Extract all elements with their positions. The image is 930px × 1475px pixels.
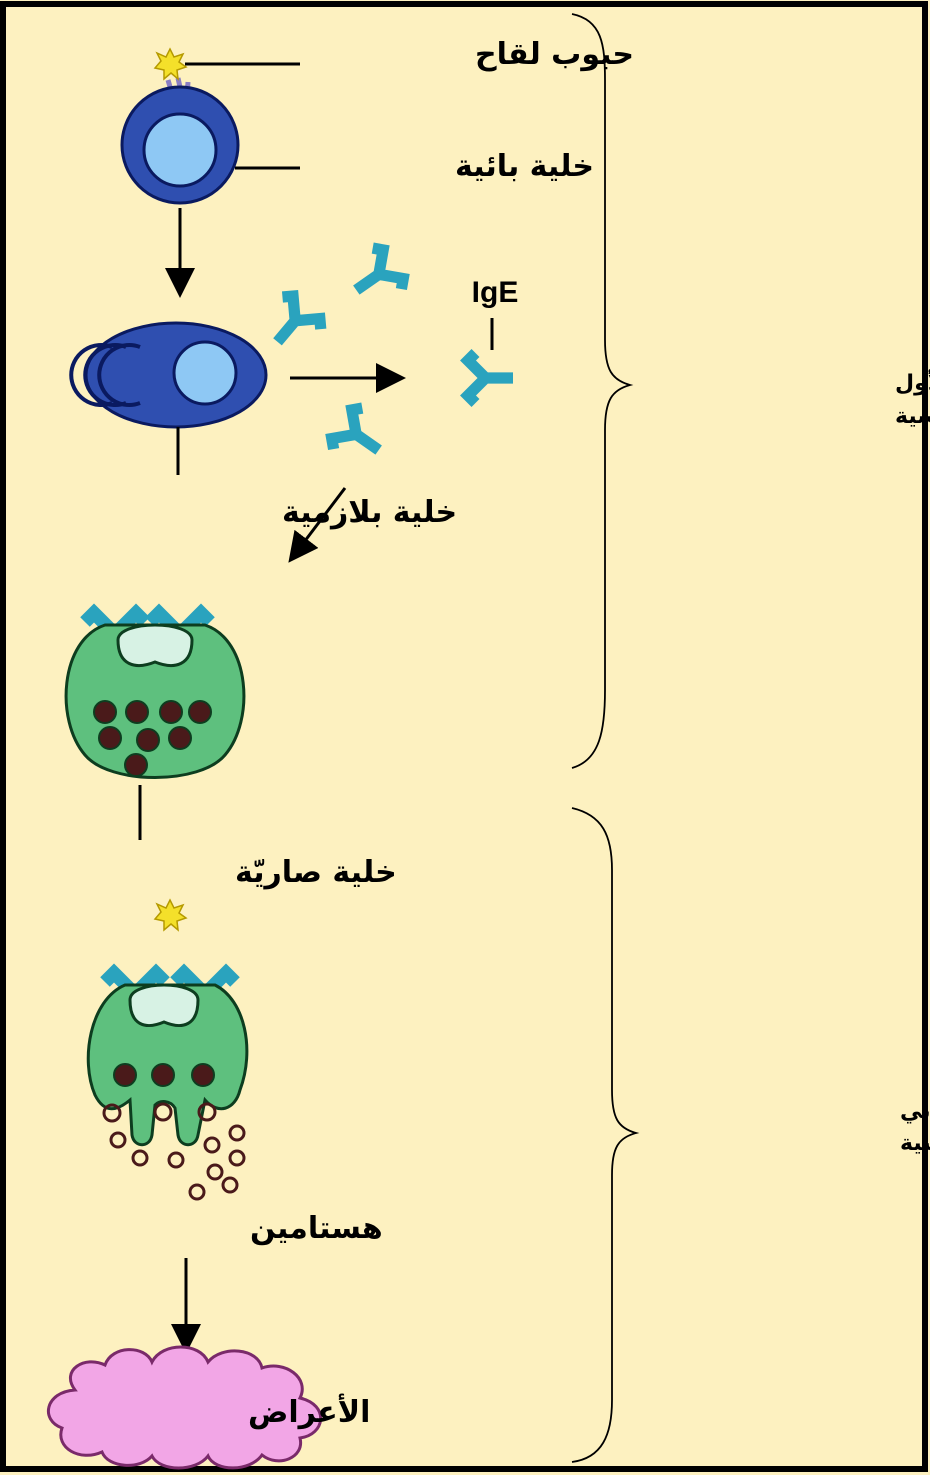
pollen-label: حبوب لقاح <box>475 37 634 72</box>
symptoms-label: الأعراض <box>248 1393 370 1430</box>
second-exposure-line2: لمسبب الحساسية <box>900 1131 930 1156</box>
mast-cell <box>66 613 244 778</box>
b-cell-label: خلية بائية <box>455 149 594 184</box>
first-exposure-line2: لمسبب الحساسية <box>895 404 930 429</box>
histamine-label: هستامين <box>250 1211 383 1246</box>
plasma-cell-label: خلية بلازمية <box>282 495 457 530</box>
first-exposure-line1: عند التعرض الأول <box>895 368 930 396</box>
ige-label: IgE <box>472 276 519 309</box>
mast-cell-label: خلية صاريّة <box>235 855 397 890</box>
second-exposure-line1: عند التعرض الثاني <box>900 1099 930 1124</box>
